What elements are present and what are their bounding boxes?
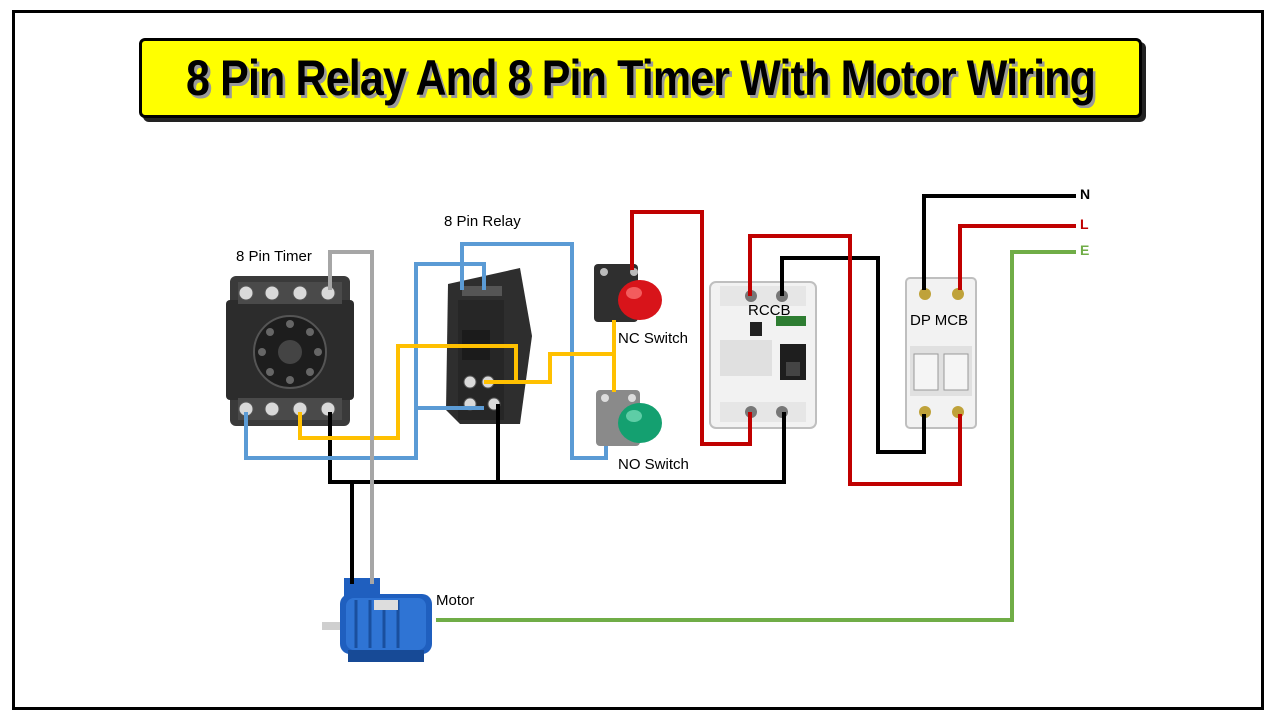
relay-label: 8 Pin Relay	[444, 213, 521, 230]
nc-push-button	[594, 264, 662, 322]
timer-label: 8 Pin Timer	[236, 248, 312, 265]
nc-switch-label: NC Switch	[618, 330, 689, 347]
wire-blue-relay-top	[460, 242, 608, 460]
wire-mcb-rccb-neutral	[780, 256, 926, 454]
motor-label: Motor	[436, 592, 475, 609]
wire-blue-timer-relay	[244, 262, 486, 460]
mcb-label: DP MCB	[910, 312, 969, 329]
diagram-frame	[12, 10, 1264, 710]
title-banner: 8 Pin Relay And 8 Pin Timer With Motor W…	[139, 38, 1142, 118]
neutral-line-tag: N	[1080, 186, 1091, 202]
wire-live-supply	[958, 224, 1076, 290]
wire-gray-timer-motor	[328, 250, 374, 584]
timer-base	[226, 276, 354, 426]
wire-earth	[436, 250, 1076, 622]
wire-neutral-supply	[922, 194, 1076, 290]
earth-line-tag: E	[1080, 242, 1090, 258]
dp-mcb-device	[905, 277, 977, 429]
no-switch-label: NO Switch	[618, 456, 689, 473]
wire-mcb-rccb-live	[748, 234, 962, 486]
wire-rccb-neutral-bus	[328, 412, 786, 484]
live-line-tag: L	[1080, 216, 1089, 232]
rccb-label: RCCB	[748, 302, 791, 319]
rccb-device	[709, 281, 817, 429]
diagram-title: 8 Pin Relay And 8 Pin Timer With Motor W…	[186, 50, 1096, 106]
motor-device	[322, 578, 432, 662]
no-push-button	[596, 390, 662, 446]
wire-yellow-timer-relay	[298, 344, 518, 440]
wire-rccb-nc-live	[630, 210, 752, 446]
